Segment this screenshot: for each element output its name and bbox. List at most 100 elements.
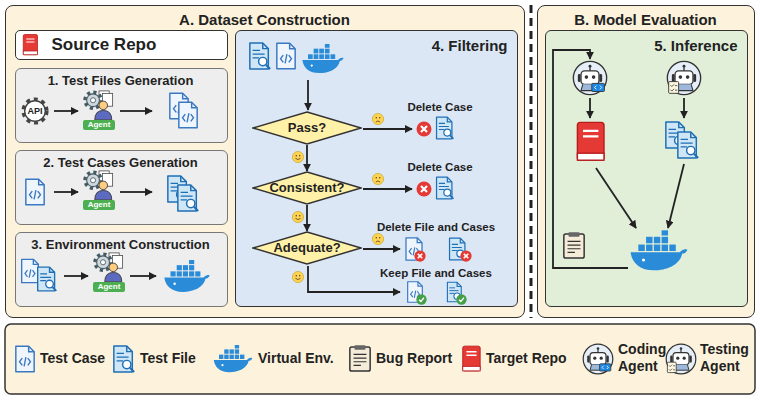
test-case-icon xyxy=(170,93,188,119)
flow-arrow xyxy=(668,164,684,228)
node-title: 3. Environment Construction xyxy=(16,237,226,253)
node-title: Pass? xyxy=(252,111,362,145)
legend-text: Coding Agent xyxy=(618,341,664,375)
happy-face xyxy=(292,151,303,162)
test-file-icon xyxy=(250,43,270,69)
flow-arrow xyxy=(363,248,400,250)
node-title: B. Model Evaluation xyxy=(538,10,753,30)
legend-text: Target Repo xyxy=(486,350,576,367)
flow-arrow xyxy=(54,110,78,112)
delete-mark xyxy=(417,182,432,197)
happy-face xyxy=(292,271,303,282)
docker-icon xyxy=(164,260,209,292)
keep-mark xyxy=(456,294,466,304)
docker-icon xyxy=(214,345,253,372)
panel-box: B. Model Evaluation5. Inference xyxy=(537,5,755,318)
process-box: 1. Test Files Generation xyxy=(15,68,228,143)
legend-text: Bug Report xyxy=(376,350,456,367)
agent-icon xyxy=(85,171,112,200)
node-title: Source Repo xyxy=(52,31,222,58)
branch-label: Delete Case xyxy=(370,160,510,174)
test-file-icon xyxy=(678,132,698,158)
agent-banner xyxy=(83,120,115,130)
decision-diamond: Consistent? xyxy=(252,171,362,205)
flow-arrow xyxy=(306,205,308,231)
flow-arrow xyxy=(683,98,685,118)
docker-icon xyxy=(302,44,343,73)
coding-agent-icon xyxy=(583,344,613,374)
decision-diamond xyxy=(253,112,361,144)
flow-arrow xyxy=(363,188,412,190)
api-label: API xyxy=(20,105,50,117)
test-file-icon xyxy=(437,117,454,139)
divider-line xyxy=(530,5,533,318)
agent-icon xyxy=(95,253,122,282)
repo-icon xyxy=(23,35,37,55)
flow-arrow xyxy=(120,191,152,193)
decision-diamond xyxy=(253,232,361,264)
flow-arrow xyxy=(54,191,78,193)
agent-label: Agent xyxy=(93,282,125,292)
flow-arrow xyxy=(120,110,152,112)
delete-mark xyxy=(460,250,471,261)
test-case-icon xyxy=(22,259,39,282)
bug-report-icon xyxy=(564,232,584,258)
test-file-icon xyxy=(450,238,467,260)
inference-box: 5. Inference xyxy=(545,30,748,307)
agent-label: Agent xyxy=(83,120,115,130)
keep-mark xyxy=(416,294,426,304)
test-case-icon xyxy=(406,238,422,260)
branch-label: Delete Case xyxy=(370,100,510,114)
legend-text: Test Case xyxy=(40,350,110,367)
legend-text: Virtual Env. xyxy=(258,350,346,367)
test-file-icon xyxy=(447,282,462,301)
test-case-icon xyxy=(277,43,295,69)
docker-icon xyxy=(631,230,688,270)
test-case-icon xyxy=(26,179,44,205)
test-file-icon xyxy=(178,185,198,211)
test-case-icon xyxy=(16,346,34,372)
testing-agent-icon xyxy=(666,344,696,374)
legend-text: Testing Agent xyxy=(700,341,752,375)
node-title: 1. Test Files Generation xyxy=(16,73,226,89)
agent-icon xyxy=(85,91,112,120)
decision-diamond: Adequate? xyxy=(252,231,362,265)
target-repo-icon xyxy=(577,122,604,160)
sad-face xyxy=(372,173,383,184)
node-title: A. Dataset Construction xyxy=(6,10,523,30)
flow-arrow xyxy=(130,275,156,277)
node-title: 2. Test Cases Generation xyxy=(16,155,226,171)
node-title: 4. Filtering xyxy=(386,37,508,55)
flow-arrow xyxy=(589,98,591,118)
delete-mark xyxy=(417,122,432,137)
test-file-icon xyxy=(666,122,686,148)
process-box: 3. Environment Construction xyxy=(15,232,228,307)
test-file-icon xyxy=(437,177,454,199)
flow-arrow xyxy=(363,128,412,130)
flow-arrow xyxy=(596,168,636,228)
test-case-icon xyxy=(179,102,197,128)
sad-face xyxy=(372,233,383,244)
process-box: 2. Test Cases Generation xyxy=(15,150,228,225)
test-file-icon xyxy=(168,176,188,202)
node-title: Adequate? xyxy=(252,231,362,265)
agent-label: Agent xyxy=(83,200,115,210)
flow-arrow xyxy=(64,275,88,277)
sad-face xyxy=(372,113,383,124)
legend-strip xyxy=(5,324,755,394)
flow-arrow xyxy=(307,80,309,110)
decision-diamond: Pass? xyxy=(252,111,362,145)
decision-diamond xyxy=(253,172,361,204)
feedback-loop xyxy=(553,50,628,268)
filter-box: 4. FilteringPass? Consistent? Adequate? xyxy=(235,30,518,307)
agent-banner xyxy=(83,200,115,210)
test-case-icon xyxy=(408,282,423,303)
branch-label: Keep File and Cases xyxy=(366,266,506,280)
test-file-icon xyxy=(114,346,134,372)
branch-label: Delete File and Cases xyxy=(366,220,506,234)
test-file-icon xyxy=(38,267,57,291)
bug-report-icon xyxy=(350,345,370,371)
node-title: Consistent? xyxy=(252,171,362,205)
delete-mark xyxy=(414,250,425,261)
legend-text: Test File xyxy=(140,350,210,367)
